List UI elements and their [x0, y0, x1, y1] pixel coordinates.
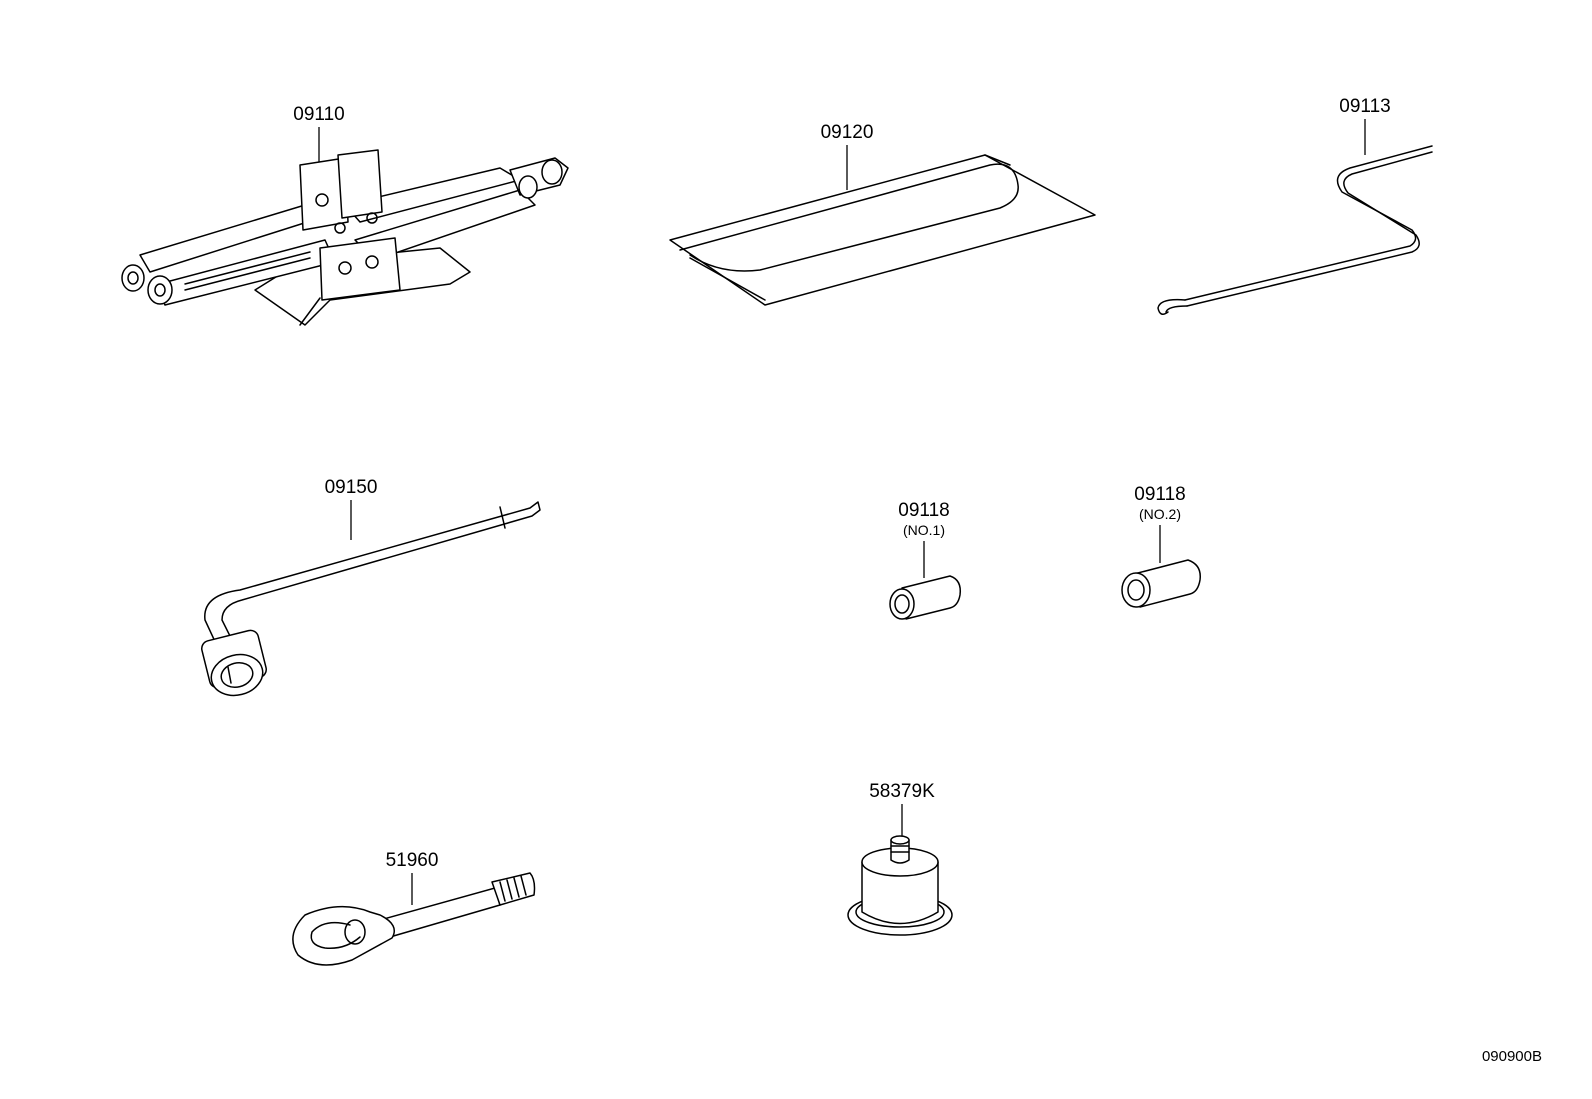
stopper-part[interactable]: 58379K: [847, 781, 953, 936]
adapter-no1-subtitle: (NO.1): [903, 522, 945, 538]
wheel-wrench-drawing: [201, 501, 541, 697]
adapter-no2-drawing: [1121, 559, 1201, 608]
adapter-no2-subtitle: (NO.2): [1139, 506, 1181, 522]
tool-bag-part[interactable]: 09120: [669, 122, 1096, 306]
jack-handle-drawing: [1157, 145, 1433, 315]
jack-part[interactable]: 09110: [121, 104, 569, 326]
stopper-drawing: [847, 835, 953, 936]
towing-eye-part[interactable]: 51960: [292, 850, 536, 966]
towing-eye-drawing: [292, 872, 536, 966]
jack-drawing: [121, 149, 569, 326]
stopper-part-number: 58379K: [869, 781, 935, 802]
wheel-wrench-part-number: 09150: [325, 477, 378, 498]
jack-part-number: 09110: [293, 104, 344, 125]
adapter-no1-part[interactable]: 09118 (NO.1): [889, 500, 962, 620]
diagram-reference-code: 090900B: [1482, 1048, 1542, 1065]
adapter-no1-drawing: [889, 575, 962, 620]
adapter-no1-part-number: 09118: [898, 500, 949, 521]
jack-handle-part-number: 09113: [1339, 96, 1390, 117]
jack-handle-part[interactable]: 09113: [1157, 96, 1433, 315]
tool-bag-drawing: [669, 154, 1096, 306]
wheel-wrench-part[interactable]: 09150: [200, 477, 541, 701]
tool-bag-part-number: 09120: [821, 122, 874, 143]
adapter-no2-part-number: 09118: [1134, 484, 1185, 505]
towing-eye-part-number: 51960: [386, 850, 439, 871]
adapter-no2-part[interactable]: 09118 (NO.2): [1121, 484, 1201, 608]
